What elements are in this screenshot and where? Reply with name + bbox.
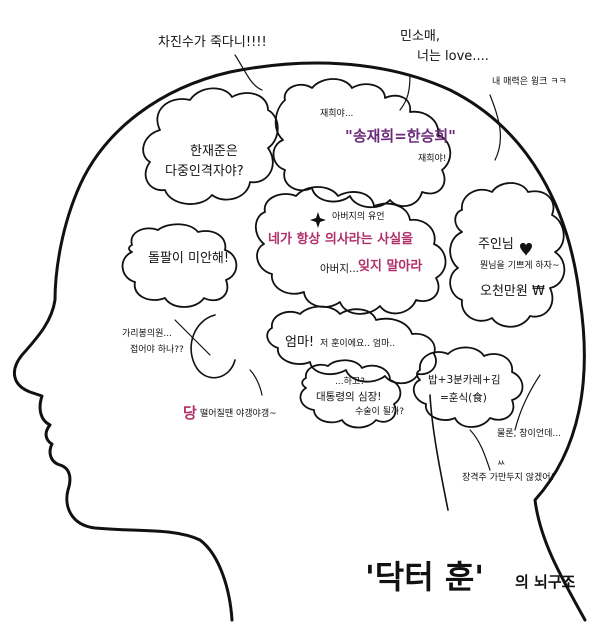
lobe-top bbox=[272, 78, 452, 209]
label-father-4: 잊지 말아라 bbox=[358, 259, 423, 274]
label-joo-1: 주인님 bbox=[478, 237, 514, 252]
label-mom-1: 엄마! bbox=[285, 335, 315, 350]
label-heart-2: 대통령의 심장! bbox=[316, 391, 382, 403]
label-heart-3: 수술이 될까? bbox=[355, 407, 405, 417]
lobe-heart bbox=[299, 359, 402, 429]
brainstem bbox=[429, 394, 449, 511]
page-subtitle: 의 뇌구조 bbox=[515, 573, 576, 591]
lobe-left bbox=[121, 223, 238, 308]
label-dolpari: 돌팔이 미안해! bbox=[148, 251, 230, 266]
label-top-left: 차진수가 죽다니!!!! bbox=[158, 35, 267, 50]
label-rice-2: =훈식(食) bbox=[440, 392, 487, 404]
label-joo-2: 뭔님을 기쁘게 하자~ bbox=[480, 261, 560, 271]
label-father-1: 아버지의 유언 bbox=[332, 212, 385, 222]
label-top-right-2: 너는 love.... bbox=[417, 49, 489, 64]
label-heart-1: ...하고? bbox=[335, 377, 365, 387]
label-hanjaejun-2: 다중인격자야? bbox=[165, 164, 244, 179]
label-jaehee-2: 재희야! bbox=[418, 154, 447, 164]
label-far-right: 내 매력은 윙크 ㅋㅋ bbox=[492, 77, 567, 87]
label-jaehee-name: "송재희=한승희" bbox=[345, 127, 456, 145]
lobe-right bbox=[449, 182, 566, 328]
lobe-mom bbox=[266, 305, 437, 385]
label-dang-2: 떨어질땐 야갱야갱~ bbox=[200, 409, 277, 419]
ear-curve bbox=[190, 314, 236, 379]
label-rice-1: 밥+3분카레+김 bbox=[428, 374, 501, 386]
label-hanjaejun-1: 한재준은 bbox=[190, 144, 238, 159]
label-father-2: 네가 항상 의사라는 사실을 bbox=[268, 232, 414, 247]
label-jaekyung-2: 장격주 가만두지 않겠어! bbox=[462, 473, 555, 483]
heart-icon bbox=[520, 243, 532, 256]
label-mom-2: 저 훈이에요.. 엄마.. bbox=[320, 339, 396, 349]
label-garibong-1: 가리봉의원... bbox=[122, 329, 172, 339]
label-dang-1: 당 bbox=[183, 404, 197, 422]
label-joo-3: 오천만원 ₩ bbox=[480, 284, 545, 299]
label-garibong-2: 접어야 하나?? bbox=[130, 345, 184, 355]
lobe-top-left bbox=[142, 87, 279, 205]
label-father-3: 아버지... bbox=[320, 263, 359, 275]
head-outline bbox=[13, 61, 587, 622]
label-top-right-1: 민소매, bbox=[400, 29, 441, 44]
lobe-rice bbox=[412, 346, 524, 428]
sparkle-icon bbox=[310, 212, 326, 228]
page-title: '닥터 훈' bbox=[365, 558, 485, 596]
label-jaehee-1: 재희야... bbox=[320, 109, 354, 119]
lobe-center bbox=[254, 186, 447, 315]
label-jaekyung-1: ㅆ bbox=[497, 459, 506, 469]
label-mullon: 물론, 창이언데... bbox=[497, 429, 561, 439]
